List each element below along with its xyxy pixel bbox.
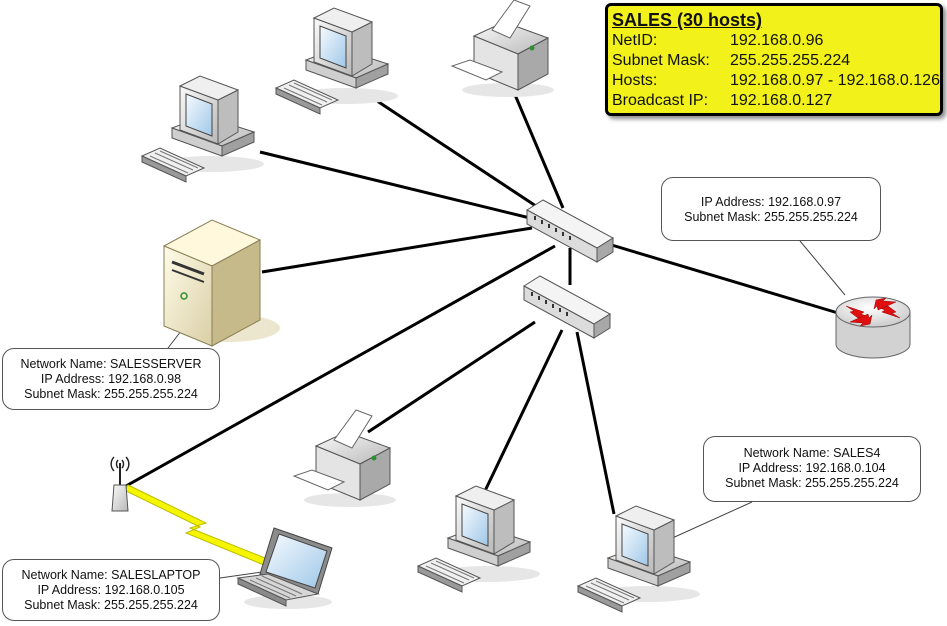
subnet-row-value: 192.168.0.127 — [730, 92, 833, 109]
laptop-callout-pointer — [219, 571, 263, 579]
subnet-row: Subnet Mask: 255.255.255.224 — [612, 51, 940, 71]
server-mask-text: Subnet Mask: 255.255.255.224 — [24, 387, 198, 401]
server-icon — [162, 219, 280, 347]
switch-icon — [526, 199, 614, 263]
subnet-row-value: 192.168.0.97 - 192.168.0.126 — [730, 72, 940, 89]
link-ap-switch1 — [125, 244, 556, 488]
connection-lines — [125, 89, 839, 515]
laptop-icon — [236, 527, 333, 609]
workstation-icon — [274, 7, 398, 115]
link-printer1-switch1 — [511, 89, 565, 209]
router-mask-text: Subnet Mask: 255.255.255.224 — [684, 210, 858, 224]
laptop-name-text: Network Name: SALESLAPTOP — [21, 568, 201, 582]
link-server-switch1 — [261, 226, 533, 274]
laptop-mask-text: Subnet Mask: 255.255.255.224 — [24, 598, 198, 612]
laptop-info-callout: Network Name: SALESLAPTOP IP Address: 19… — [2, 559, 220, 621]
sales4-info-callout: Network Name: SALES4 IP Address: 192.168… — [703, 436, 921, 502]
subnet-title: SALES (30 hosts) — [612, 10, 763, 30]
subnet-row-value: 255.255.255.224 — [730, 52, 851, 69]
subnet-row-label: Broadcast IP: — [612, 92, 709, 109]
router-icon — [835, 296, 911, 359]
subnet-row-value: 192.168.0.96 — [730, 32, 824, 49]
link-ws3-switch2 — [482, 329, 564, 494]
printer-icon — [450, 0, 554, 97]
workstation-icon — [576, 505, 700, 613]
subnet-details-table: NetID: 192.168.0.96 Subnet Mask: 255.255… — [612, 31, 940, 111]
link-ws2-switch1 — [367, 93, 546, 214]
switch-icon — [523, 275, 611, 339]
sales4-mask-text: Subnet Mask: 255.255.255.224 — [725, 476, 899, 490]
workstation-icon — [416, 485, 540, 593]
workstation-icon — [140, 75, 264, 183]
link-router-switch1 — [604, 241, 839, 315]
sales4-name-text: Network Name: SALES4 — [743, 446, 881, 460]
link-printer2-switch2 — [367, 320, 536, 434]
server-ip-text: IP Address: 192.168.0.98 — [40, 372, 182, 386]
subnet-row: Broadcast IP: 192.168.0.127 — [612, 91, 940, 111]
server-name-text: Network Name: SALESSERVER — [20, 357, 202, 371]
subnet-row: NetID: 192.168.0.96 — [612, 31, 940, 51]
sales4-callout-pointer — [667, 501, 753, 541]
wireless-link-icon — [123, 484, 271, 566]
subnet-row-label: Hosts: — [612, 72, 658, 89]
printer-icon — [292, 409, 396, 507]
subnet-row-label: NetID: — [612, 32, 658, 49]
laptop-ip-text: IP Address: 192.168.0.105 — [37, 583, 185, 597]
router-ip-text: IP Address: 192.168.0.97 — [700, 195, 842, 209]
sales4-ip-text: IP Address: 192.168.0.104 — [738, 461, 886, 475]
link-ws1-switch1 — [259, 150, 531, 220]
subnet-summary-box: SALES (30 hosts) NetID: 192.168.0.96 Sub… — [605, 3, 943, 116]
wireless-access-point-icon — [110, 456, 130, 512]
router-info-callout: IP Address: 192.168.0.97 Subnet Mask: 25… — [661, 177, 881, 241]
server-info-callout: Network Name: SALESSERVER IP Address: 19… — [2, 348, 220, 410]
link-ws4-switch2 — [575, 331, 616, 515]
subnet-row-label: Subnet Mask: — [612, 52, 710, 69]
router-callout-pointer — [799, 240, 846, 296]
subnet-row: Hosts: 192.168.0.97 - 192.168.0.126 — [612, 71, 940, 91]
